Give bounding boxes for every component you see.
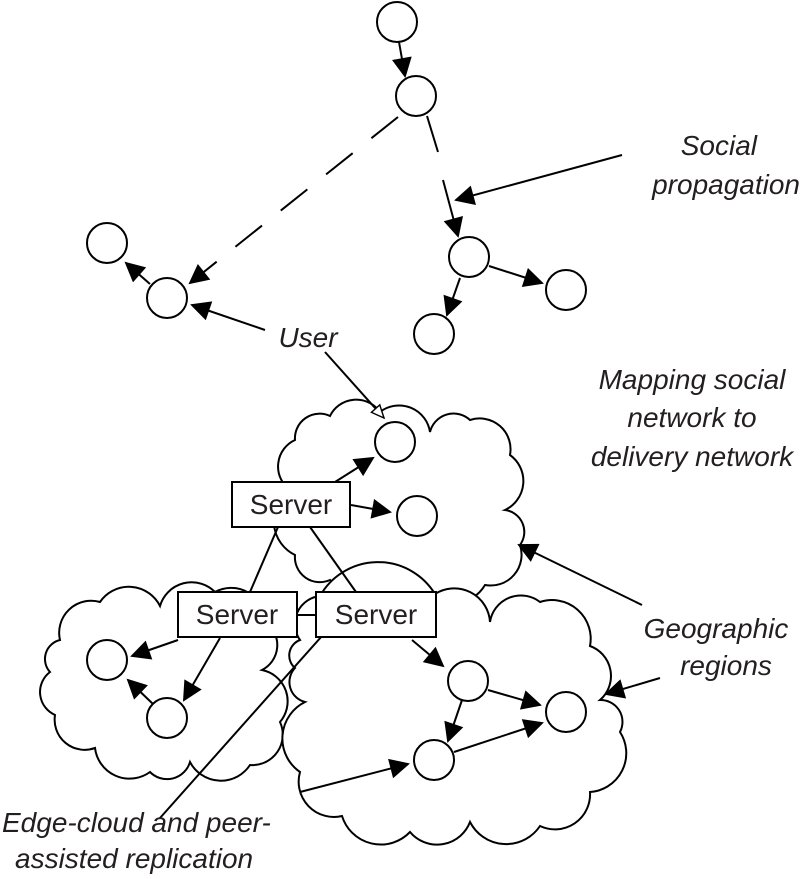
user-node: [374, 421, 416, 463]
geographic-pointer: [604, 677, 661, 699]
server-box: Server: [315, 591, 437, 638]
mapping-label: Mapping social: [599, 364, 787, 395]
user-nodes: [86, 1, 587, 781]
server-box-frame: [177, 591, 298, 638]
mapping-label: network to: [627, 402, 756, 433]
edge-cloud-label: Edge-cloud and peer-: [2, 807, 271, 838]
edge-arrow: [392, 41, 412, 78]
edge-arrow: [130, 639, 179, 660]
server-box: Server: [231, 481, 351, 528]
geographic-regions-label: regions: [680, 650, 772, 681]
server-box-frame: [315, 591, 437, 638]
server-link: [309, 526, 357, 593]
server-label: Server: [335, 599, 417, 630]
user-node: [413, 313, 455, 355]
edge-arrow: [350, 498, 392, 519]
edge-line: [426, 115, 439, 153]
edge-arrow: [442, 179, 464, 238]
social-propagation-label: propagation: [651, 169, 800, 200]
server-label: Server: [250, 489, 332, 520]
annotation-arrows: [159, 154, 661, 819]
user-label: User: [278, 322, 339, 353]
edge-arrow: [444, 699, 464, 743]
geographic-pointer: [517, 543, 643, 606]
edge-arrow: [182, 637, 221, 702]
user-node: [146, 697, 188, 739]
edge-arrow: [126, 678, 154, 705]
edge-cloud-pointer: [159, 616, 340, 819]
user-node: [86, 222, 128, 264]
edge-cloud-pointer: [299, 758, 410, 793]
edge-arrow: [453, 719, 544, 753]
user-node: [395, 75, 437, 117]
server-box-frame: [231, 481, 351, 528]
geographic-regions-label: Geographic: [644, 613, 789, 644]
user-node: [545, 691, 587, 733]
user-node: [447, 660, 489, 702]
edge-arrow: [334, 456, 375, 483]
user-node: [448, 236, 490, 278]
edge-cloud-label: assisted replication: [15, 843, 253, 874]
user-node: [376, 1, 418, 43]
server-box: Server: [177, 591, 298, 638]
mapping-label: delivery network: [591, 441, 795, 472]
user-node: [146, 277, 188, 319]
social-propagation-label: Social: [681, 130, 758, 161]
delivery-edges: [126, 456, 544, 753]
edge-arrow: [124, 261, 151, 285]
user-node: [396, 495, 438, 537]
user-node: [545, 269, 587, 311]
edge-arrow: [443, 277, 463, 317]
user-mapping-pointer: [324, 351, 386, 420]
user-node: [413, 739, 455, 781]
user-node: [86, 639, 128, 681]
server-link: [249, 526, 279, 593]
social-edges: [124, 41, 544, 317]
dashed-edge-arrow: [188, 116, 399, 285]
edge-arrow: [488, 265, 544, 288]
server-label: Server: [196, 599, 278, 630]
edge-arrow: [487, 689, 542, 710]
edge-arrow: [411, 639, 445, 668]
social-propagation-pointer: [454, 154, 623, 205]
user-pointer: [190, 301, 266, 331]
